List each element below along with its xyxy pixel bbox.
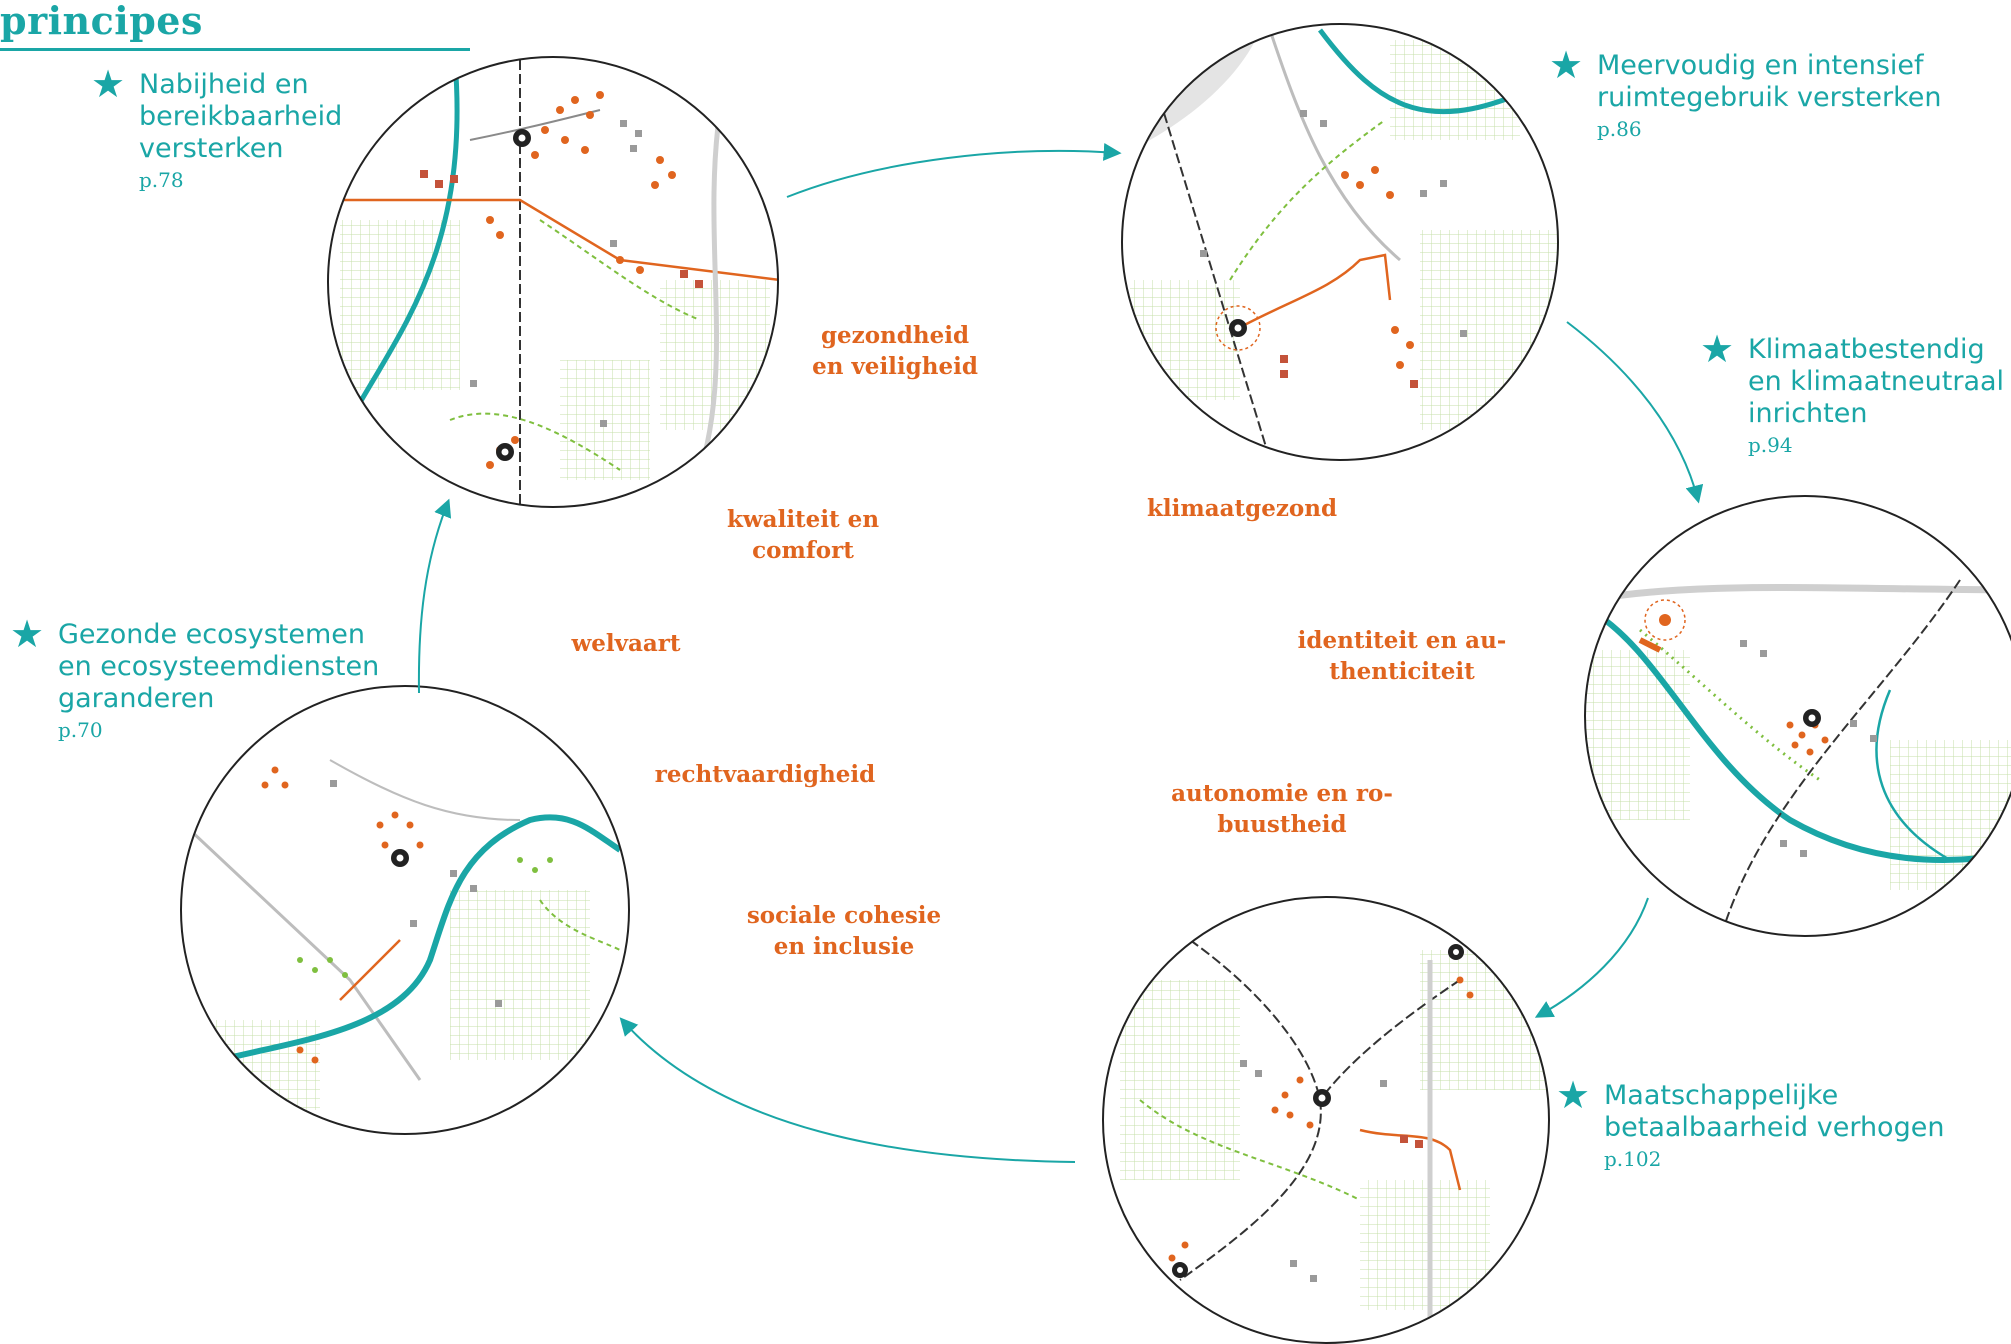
principle-klimaatbestendig: ★ Klimaatbestendig en klimaatneutraal in… [1700,330,2004,460]
principle-maatschappelijke: ★ Maatschappelijke betaalbaarheid verhog… [1556,1076,1944,1174]
value-autonomie: autonomie en ro- buustheid [1171,780,1393,838]
map-klimaatbestendig [1584,495,2011,937]
star-icon: ★ [1700,327,1735,371]
page-reference: p.78 [139,168,184,192]
map-meervoudig [1121,23,1559,461]
star-icon: ★ [1556,1073,1591,1117]
value-rechtvaardigheid: rechtvaardigheid [654,761,876,788]
value-gezondheid: gezondheid en veiligheid [812,322,978,380]
principle-nabijheid: ★ Nabijheid en bereikbaarheid versterken… [91,65,342,195]
arrow-meervoudig-to-klimaat [1566,321,1704,504]
arrow-maatschappelijke-to-ecosystemen [619,1017,1076,1163]
star-icon: ★ [91,62,126,106]
principle-meervoudig: ★ Meervoudig en intensief ruimtegebruik … [1549,46,1942,144]
star-icon: ★ [10,612,45,656]
page-reference: p.102 [1604,1147,1662,1171]
map-nabijheid [327,56,779,508]
value-sociale-cohesie: sociale cohesie en inclusie [746,902,942,960]
value-identiteit: identiteit en au- thenticiteit [1297,627,1507,685]
value-kwaliteit: kwaliteit en comfort [726,506,880,564]
map-maatschappelijke [1102,896,1550,1344]
page-reference: p.70 [58,718,103,742]
title-underline [0,48,470,51]
map-gezonde-ecosystemen [180,685,630,1135]
arrow-nabijheid-to-meervoudig [786,142,1122,198]
principle-gezonde-ecosystemen: ★ Gezonde ecosystemen en ecosysteemdiens… [10,615,379,745]
page-title: principes [0,0,203,43]
page-reference: p.86 [1597,117,1642,141]
page-reference: p.94 [1748,433,1793,457]
value-welvaart: welvaart [571,630,681,657]
star-icon: ★ [1549,43,1584,87]
arrow-ecosystemen-to-nabijheid [417,498,452,694]
arrow-klimaat-to-maatschappelijke [1534,897,1649,1018]
value-klimaatgezond: klimaatgezond [1146,495,1338,522]
